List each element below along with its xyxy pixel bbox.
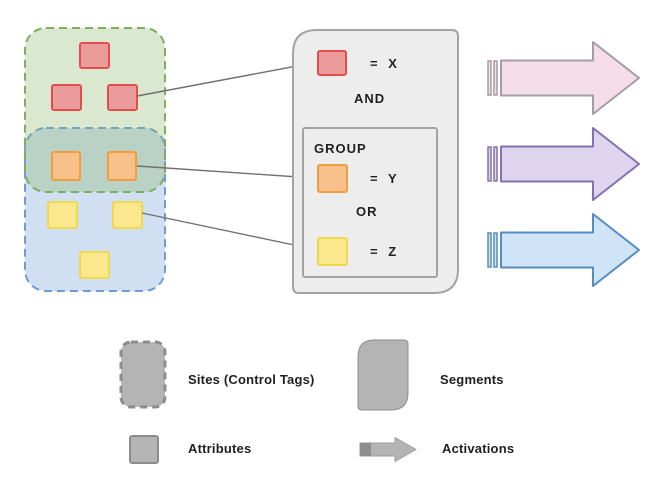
group-box xyxy=(302,127,438,278)
attribute-square-orange-2 xyxy=(107,151,137,181)
activation-blue-arrow-body xyxy=(500,213,640,287)
activation-purple-arrow-body xyxy=(500,127,640,201)
attribute-square-yellow-3 xyxy=(79,251,110,279)
legend-attributes-label: Attributes xyxy=(188,441,251,456)
legend-attributes-icon xyxy=(129,435,159,464)
activation-purple-tail-bar-1 xyxy=(487,146,492,182)
legend-segments-label: Segments xyxy=(440,372,504,387)
attribute-square-red-1 xyxy=(79,42,110,69)
equals-z-label: = Z xyxy=(370,244,397,259)
activation-blue-tail-bar-2 xyxy=(493,232,498,268)
or-operator-label: OR xyxy=(356,204,378,219)
attribute-square-orange-1 xyxy=(51,151,81,181)
activation-blue-tail-bar-1 xyxy=(487,232,492,268)
attribute-square-yellow-2 xyxy=(112,201,143,229)
equals-x-label: = X xyxy=(370,56,398,71)
legend-activation-arrow-tail xyxy=(360,443,371,456)
panel-attribute-yellow xyxy=(317,237,348,266)
panel-attribute-red xyxy=(317,50,347,76)
activation-pink-tail-bar-2 xyxy=(493,60,498,96)
attribute-square-red-2 xyxy=(51,84,82,111)
connector-arrow-yellow xyxy=(141,212,315,252)
legend-segments-icon xyxy=(357,339,409,411)
activation-pink-tail-bar-1 xyxy=(487,60,492,96)
and-operator-label: AND xyxy=(354,91,385,106)
legend-activations-label: Activations xyxy=(442,441,514,456)
group-title-label: GROUP xyxy=(314,141,367,156)
attribute-square-yellow-1 xyxy=(47,201,78,229)
legend-activations-icon xyxy=(359,437,417,462)
legend-sites-icon xyxy=(119,340,167,409)
panel-attribute-orange xyxy=(317,164,348,193)
activation-purple-tail-bar-2 xyxy=(493,146,498,182)
legend-sites-label: Sites (Control Tags) xyxy=(188,372,315,387)
activation-arrow-blue xyxy=(487,213,640,287)
connector-arrow-red xyxy=(136,60,315,97)
attribute-square-red-3 xyxy=(107,84,138,111)
activation-arrow-pink xyxy=(487,41,640,115)
equals-y-label: = Y xyxy=(370,171,398,186)
segment-panel xyxy=(292,29,459,294)
connector-arrow-orange xyxy=(136,165,315,183)
activation-pink-arrow-body xyxy=(500,41,640,115)
activation-arrow-purple xyxy=(487,127,640,201)
